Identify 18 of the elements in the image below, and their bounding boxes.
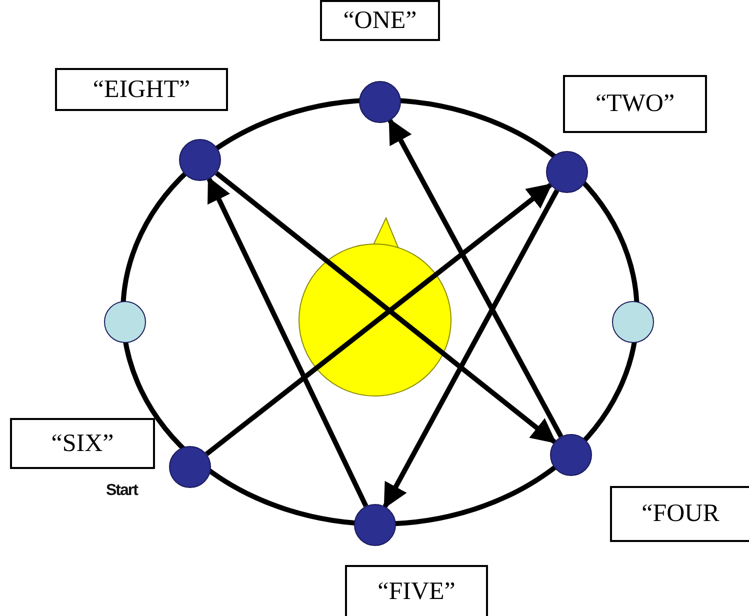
orbit-dot — [354, 504, 396, 546]
arrow — [382, 189, 560, 509]
orbit-dot — [612, 301, 654, 343]
arrow — [206, 176, 368, 508]
orbit-dot — [104, 301, 146, 343]
orbit-dot — [359, 81, 401, 123]
label-box: “FIVE” — [345, 565, 488, 616]
orbit-dot — [179, 139, 221, 181]
orbit-dot — [546, 151, 588, 193]
orbit-dot — [169, 446, 211, 488]
start-label: Start — [106, 482, 138, 500]
label-box: “FOUR — [610, 486, 749, 542]
label-box: “EIGHT” — [55, 68, 228, 111]
orbit-dot — [550, 434, 592, 476]
arrow — [388, 118, 564, 438]
label-box: “ONE” — [320, 0, 440, 41]
label-box: “SIX” — [10, 418, 155, 469]
label-box: “TWO” — [563, 75, 707, 133]
